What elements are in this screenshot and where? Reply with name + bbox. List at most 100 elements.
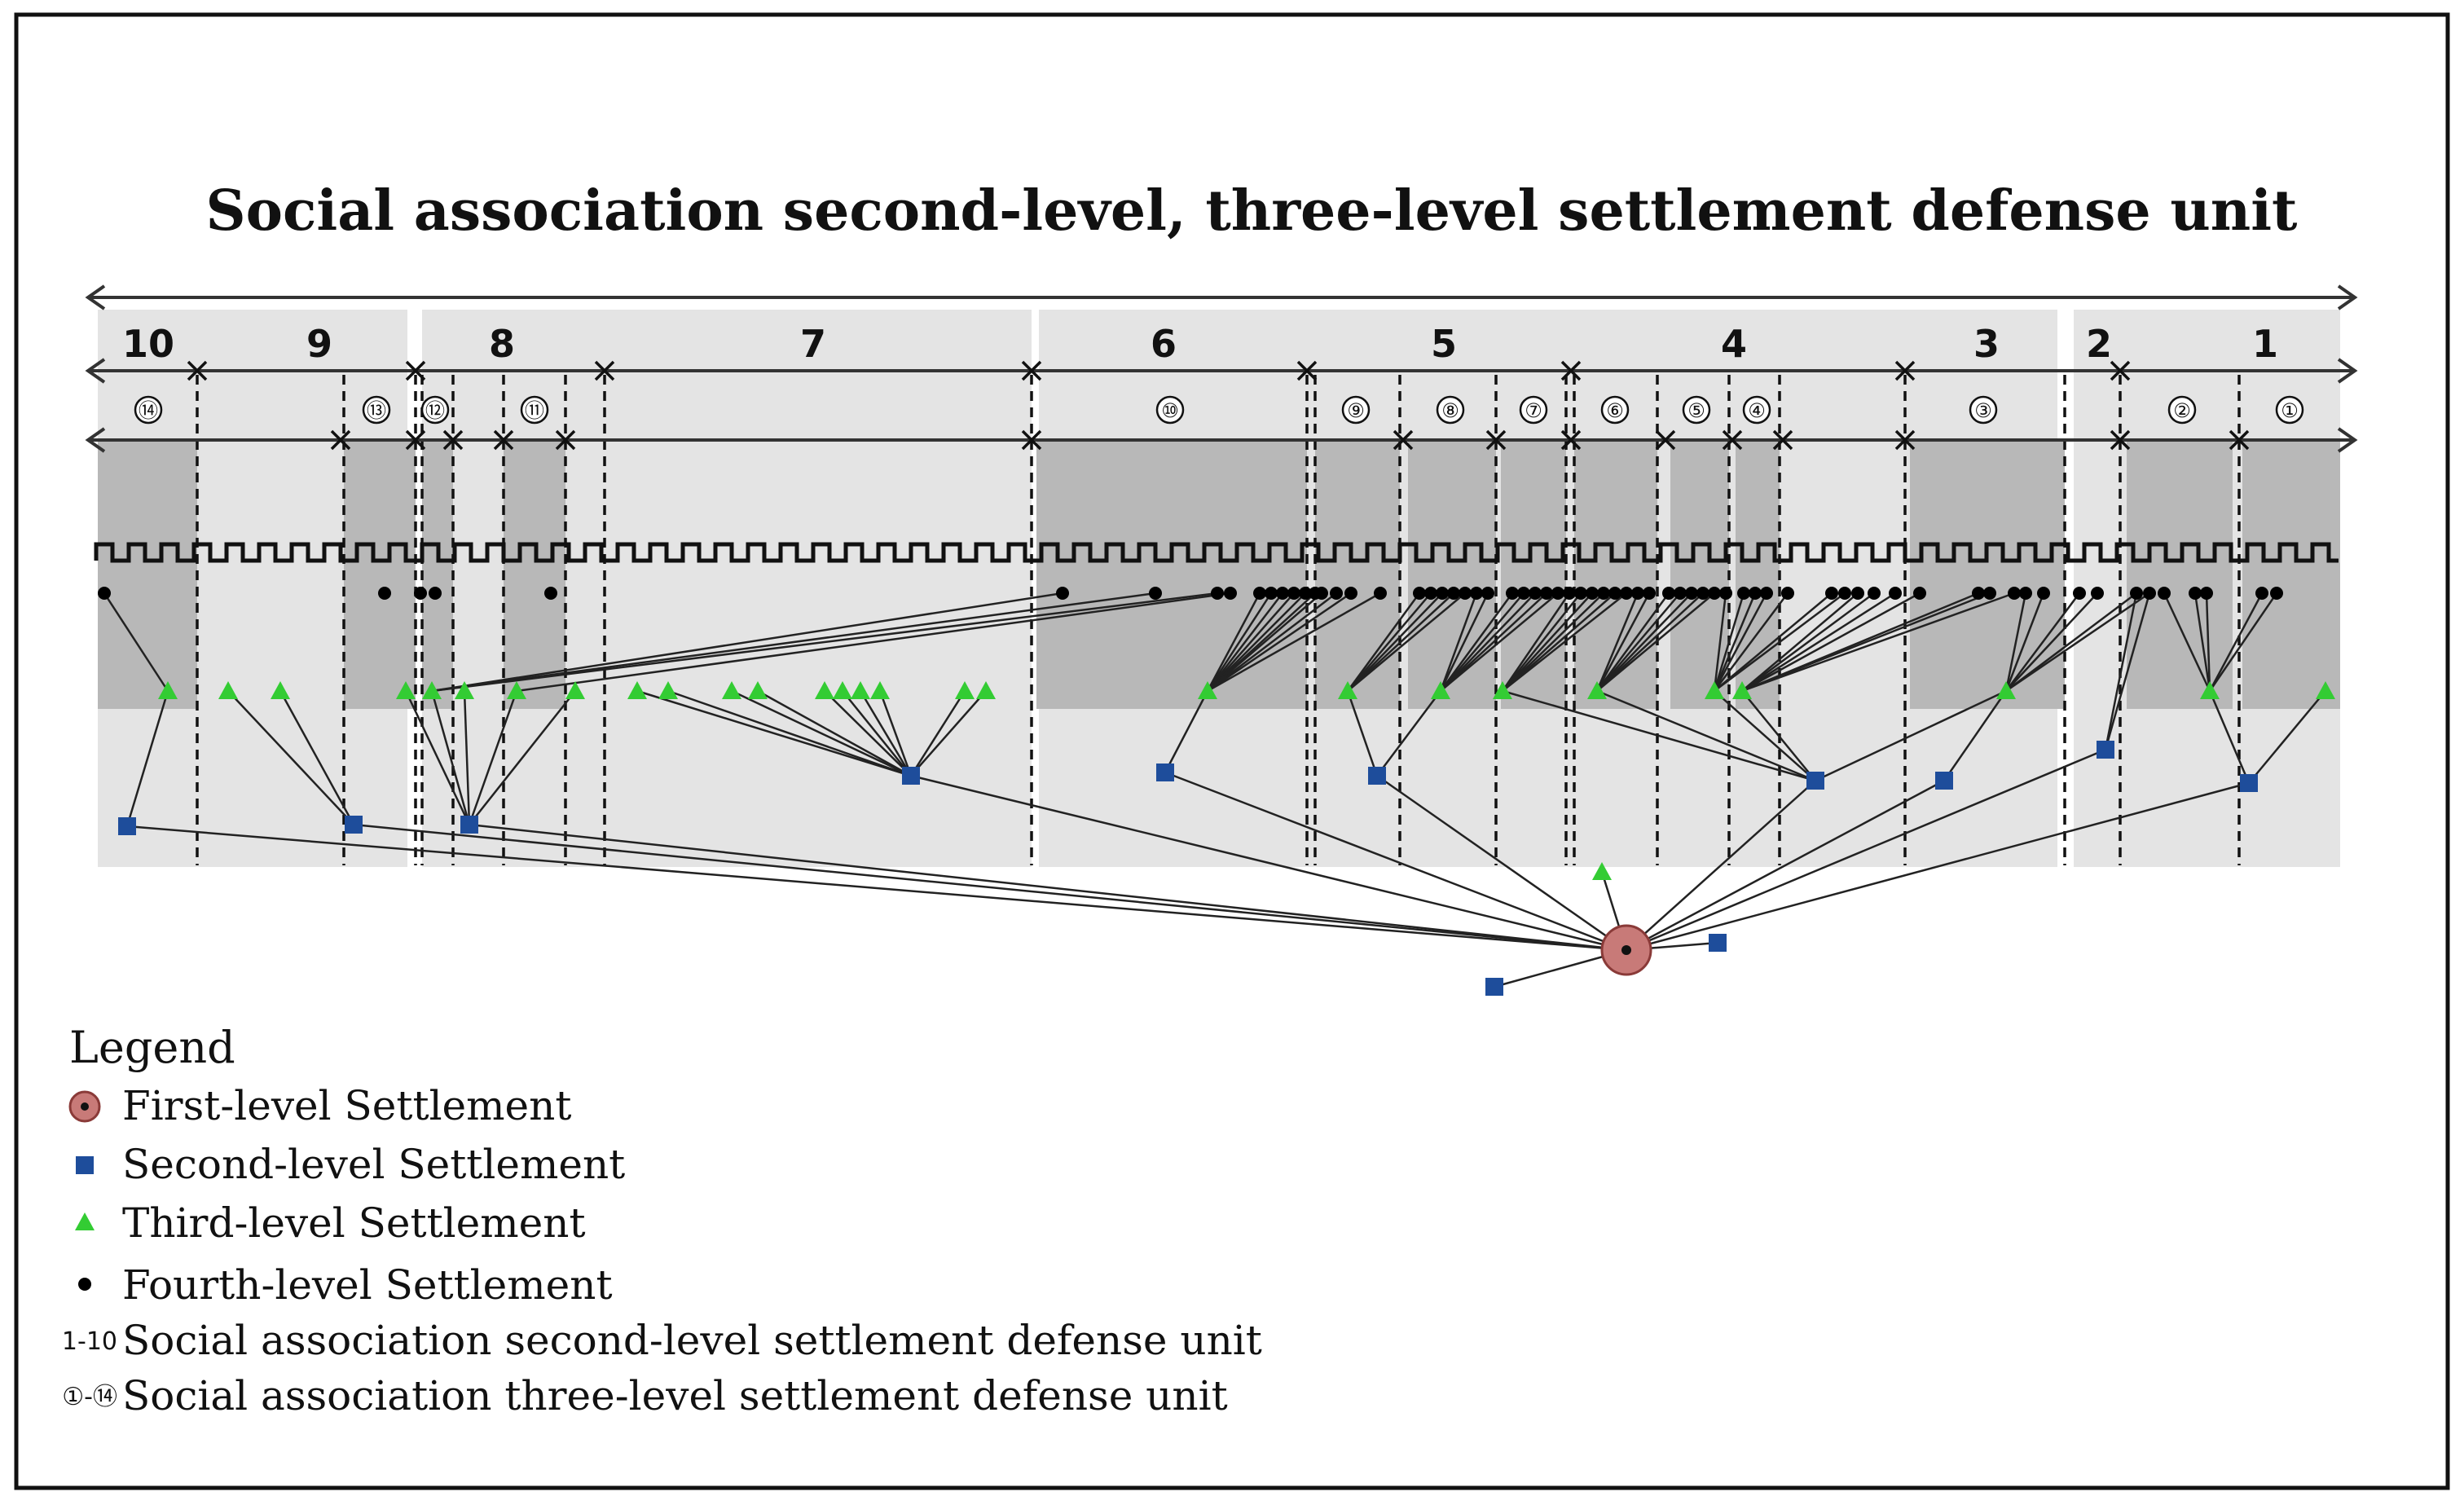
third-level-unit-circle — [134, 395, 163, 425]
fourth-level-settlement — [1662, 587, 1675, 600]
band-dark — [1408, 440, 1496, 709]
connection-line — [1714, 690, 1816, 781]
arrow-head-left — [85, 358, 106, 384]
connection-line — [1713, 592, 1745, 692]
fourth-level-settlement — [2270, 587, 2283, 600]
connection-line — [1207, 592, 1295, 692]
legend-label: First-level Settlement — [122, 1082, 571, 1129]
connection-line — [1943, 690, 2008, 781]
connection-line — [2004, 592, 2027, 692]
third-level-unit-marker: ⑨ — [1341, 395, 1371, 425]
arrow-head-left — [85, 284, 106, 310]
range-arrows — [85, 284, 2358, 453]
third-level-settlement — [1198, 681, 1217, 699]
connection-line — [463, 690, 471, 825]
second-level-settlement — [345, 816, 363, 834]
connection-line — [2005, 592, 2080, 692]
boundary-cross — [2110, 429, 2131, 451]
band-dark — [1670, 440, 1729, 709]
legend-fourth-level-icon — [78, 1278, 91, 1291]
band-dark — [1736, 440, 1780, 709]
third-level-settlement — [1705, 681, 1724, 699]
fourth-level-settlement — [1413, 587, 1426, 600]
fourth-level-settlement — [1597, 587, 1610, 600]
fourth-level-settlement — [1913, 587, 1926, 600]
fourth-level-settlement — [1889, 587, 1902, 600]
third-level-settlement — [271, 681, 290, 699]
second-level-unit-label: 7 — [800, 322, 826, 366]
fourth-level-settlement — [1781, 587, 1794, 600]
fourth-level-settlement — [1972, 587, 1985, 600]
fourth-level-settlement — [1760, 587, 1773, 600]
legend-label: Fourth-level Settlement — [122, 1261, 613, 1309]
fourth-level-settlement — [1708, 587, 1721, 600]
fourth-level-settlement — [1470, 587, 1483, 600]
fourth-level-settlement — [1608, 587, 1621, 600]
fourth-level-settlement — [1149, 587, 1162, 600]
third-level-unit-circle — [1436, 395, 1465, 425]
legend: Legend First-level SettlementSecond-leve… — [62, 1022, 1262, 1419]
connection-line — [1714, 592, 1833, 692]
connection-line — [1347, 592, 1432, 692]
third-level-unit-label: ⑫ — [425, 399, 445, 422]
second-level-unit-label: 3 — [1973, 322, 2000, 366]
boundary-cross — [2229, 429, 2250, 451]
band-dark — [2242, 440, 2340, 709]
second-level-unit-label: 4 — [1721, 322, 1747, 366]
legend-label: Social association three-level settlemen… — [122, 1372, 1228, 1419]
connection-line — [1207, 592, 1283, 692]
connection-line — [431, 592, 1156, 693]
boundary-cross — [1894, 429, 1916, 451]
connection-line — [1815, 689, 2007, 782]
second-level-settlement — [2097, 741, 2114, 759]
fourth-level-settlement — [429, 587, 442, 600]
connection-line — [2104, 592, 2151, 750]
connection-line — [1596, 592, 1692, 692]
third-level-settlement — [658, 681, 678, 699]
third-level-settlement — [1592, 862, 1612, 880]
arrow-head-right — [2337, 358, 2358, 384]
third-level-settlement — [976, 681, 996, 699]
fourth-level-settlement — [1737, 587, 1750, 600]
third-level-settlement — [815, 681, 834, 699]
third-level-unit-circle — [420, 395, 450, 425]
connection-line — [1440, 592, 1536, 692]
legend-third-level-icon — [75, 1212, 95, 1230]
third-level-unit-label: ⑨ — [1347, 399, 1365, 422]
legend-label: Second-level Settlement — [122, 1141, 625, 1188]
connection-line — [1502, 689, 1816, 782]
fourth-level-settlement — [1838, 587, 1851, 600]
arrow-head-right — [2337, 427, 2358, 453]
third-level-unit-label: ⑧ — [1441, 399, 1459, 422]
second-level-settlement — [460, 816, 478, 834]
legend-first-level-icon-center — [81, 1102, 89, 1111]
arrow-head-left — [85, 427, 106, 453]
connection-line — [1439, 592, 1478, 692]
fourth-level-settlement — [1447, 587, 1460, 600]
connection-line — [1502, 592, 1627, 692]
boundary-cross — [1655, 429, 1676, 451]
connection-line — [431, 592, 1218, 693]
third-level-settlement — [158, 681, 178, 699]
second-level-settlement — [1156, 764, 1174, 781]
second-level-settlement — [1368, 767, 1386, 785]
fourth-level-settlement — [378, 587, 391, 600]
third-level-settlement — [218, 681, 238, 699]
fourth-level-settlement — [1563, 587, 1576, 600]
third-level-unit-marker: ④ — [1742, 395, 1771, 425]
second-level-unit-label: 1 — [2252, 322, 2278, 366]
connection-line — [909, 690, 966, 777]
third-level-unit-circle — [1341, 395, 1371, 425]
third-level-settlement — [1732, 681, 1752, 699]
second-level-unit-label: 5 — [1431, 322, 1457, 366]
third-level-settlement — [422, 681, 442, 699]
second-level-unit-label: 10 — [122, 322, 174, 366]
fourth-level-settlement — [1868, 587, 1881, 600]
fourth-level-settlement — [1586, 587, 1599, 600]
third-level-unit-marker: ⑩ — [1155, 395, 1185, 425]
fourth-level-settlement — [1574, 587, 1587, 600]
fourth-level-settlement — [1631, 587, 1644, 600]
connection-line — [1376, 774, 1627, 952]
unit-boundaries — [196, 375, 2241, 865]
connection-line — [2208, 592, 2278, 692]
